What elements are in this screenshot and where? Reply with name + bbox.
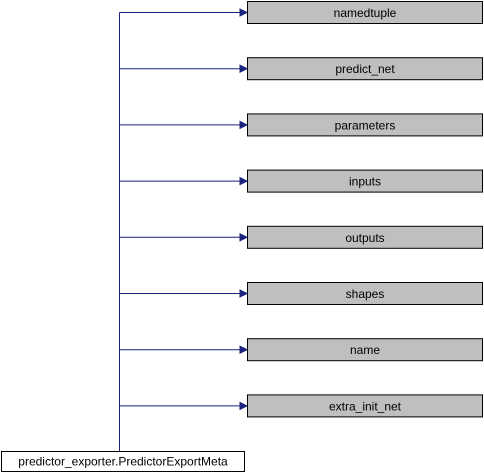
member-node-box[interactable] [247,225,483,249]
member-node-box[interactable] [247,394,483,418]
root-node[interactable]: predictor_exporter.PredictorExportMeta [1,451,245,472]
edge-arrow-outputs [239,232,249,242]
diagram-edges [119,8,249,452]
root-node-label: predictor_exporter.PredictorExportMeta [18,455,228,469]
edge-arrow-name [239,345,249,355]
member-node-box[interactable] [247,1,483,24]
member-node-name[interactable]: name [247,338,483,362]
edge-arrow-parameters [239,120,249,130]
member-nodes: namedtuple predict_net parameters inputs out… [247,1,483,418]
member-node-label: namedtuple [334,6,397,20]
member-node-label: parameters [335,118,396,132]
member-node-label: extra_init_net [329,399,402,413]
member-node-label: inputs [349,175,381,189]
edge-arrow-predict-net [239,64,249,74]
edge-arrow-inputs [239,176,249,186]
edge-arrow-extra-init-net [239,401,249,411]
member-node-box[interactable] [247,57,483,81]
member-node-inputs[interactable]: inputs [247,169,483,193]
member-node-extra-init-net[interactable]: extra_init_net [247,394,483,418]
member-node-box[interactable] [247,169,483,193]
member-node-outputs[interactable]: outputs [247,225,483,249]
edge-arrow-namedtuple [239,8,249,17]
member-node-box[interactable] [247,113,483,137]
member-node-label: name [350,343,380,357]
member-node-parameters[interactable]: parameters [247,113,483,137]
member-node-box[interactable] [247,338,483,362]
member-node-shapes[interactable]: shapes [247,282,483,305]
member-node-box[interactable] [247,282,483,305]
edge-arrow-shapes [239,289,249,298]
member-node-label: shapes [346,287,385,301]
member-node-label: outputs [345,231,384,245]
member-node-label: predict_net [335,62,395,76]
member-node-predict-net[interactable]: predict_net [247,57,483,81]
member-node-namedtuple[interactable]: namedtuple [247,1,483,24]
